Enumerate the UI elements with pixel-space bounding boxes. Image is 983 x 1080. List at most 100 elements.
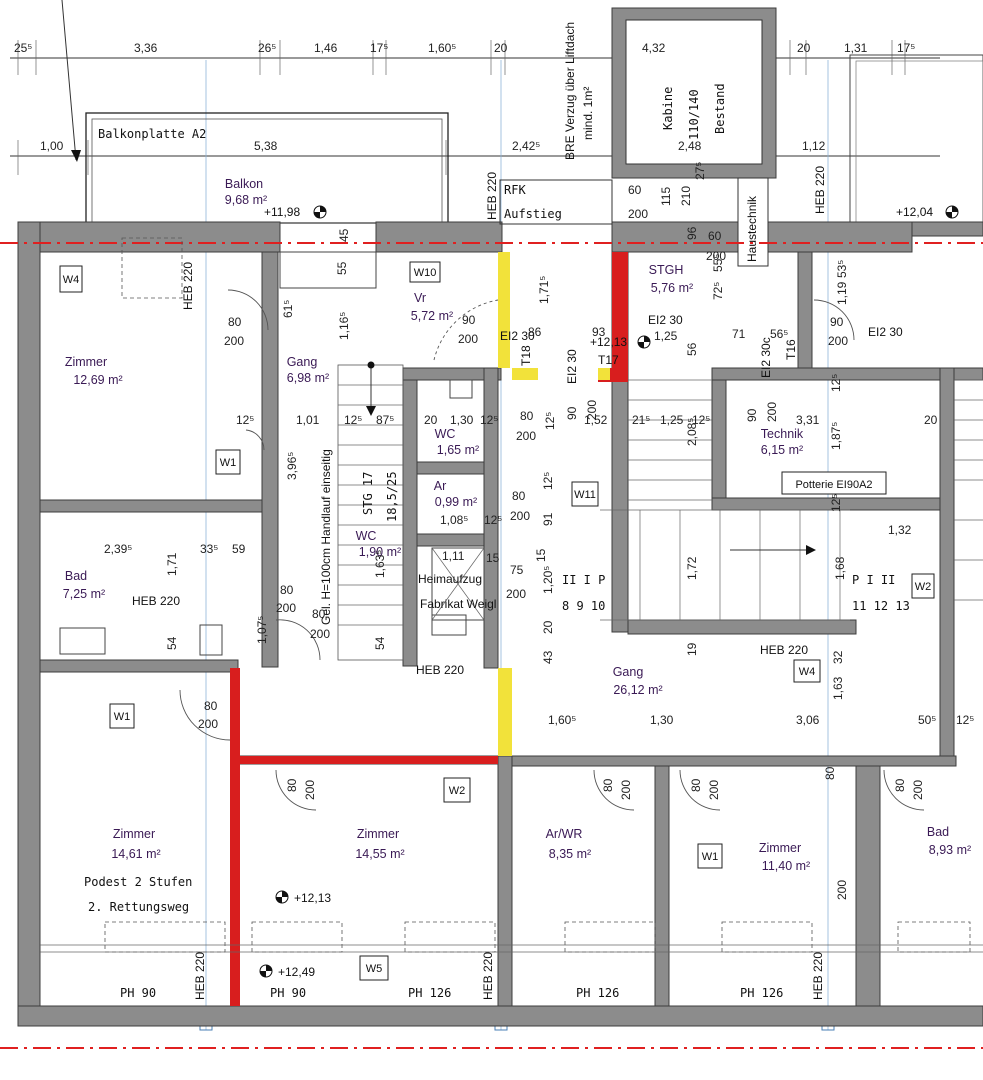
heb-label: HEB 220 — [813, 166, 827, 214]
room-area: 0,99 m² — [435, 495, 477, 509]
dim: 200 — [310, 627, 330, 641]
dim: 90 — [830, 315, 844, 329]
level-marks: +11,98 +12,04 +12,13 +12,13 +12,49 — [259, 205, 959, 979]
second-dim: 5,38 — [254, 139, 278, 153]
dim: 72⁵ — [711, 282, 725, 300]
window-ph: PH 126 — [408, 986, 451, 1000]
rfk-label: RFK — [504, 183, 526, 197]
room-name: Gang — [613, 665, 644, 679]
room-area: 14,55 m² — [355, 847, 404, 861]
dim: 1,71 — [165, 552, 179, 576]
svg-text:W1: W1 — [114, 711, 131, 723]
elevator-shaft — [611, 7, 777, 179]
svg-text:W4: W4 — [799, 666, 816, 678]
dim: 200 — [198, 717, 218, 731]
potterie-tag: Potterie EI90A2 — [781, 471, 887, 495]
top-dimensions: 25⁵ 3,36 26⁵ 1,46 17⁵ 1,60⁵ 20 4,32 20 1… — [14, 41, 915, 153]
dim: 80 — [512, 489, 526, 503]
stair-left-nums: 8 9 10 — [562, 599, 605, 613]
dim: 93 — [592, 325, 606, 339]
dim: 50⁵ — [918, 713, 936, 727]
room-name: WC — [435, 427, 456, 441]
window-tags: W4 W10 W1 W1 W11 W2 W4 W2 W1 W5 PH 90 PH… — [59, 261, 935, 1000]
dim: 80 — [312, 607, 326, 621]
top-dim: 3,36 — [134, 41, 158, 55]
dim: 43 — [541, 650, 555, 664]
fixtures — [40, 237, 983, 953]
inner-dimensions: 45 55 61⁵ 1,16⁵ 80 200 90 200 86 1,71⁵ 9… — [104, 162, 974, 900]
dim: 12⁵ — [692, 413, 710, 427]
room-name: Gang — [287, 355, 318, 369]
svg-text:W1: W1 — [220, 457, 237, 469]
dim: 33⁵ — [200, 542, 218, 556]
room-area: 8,93 m² — [929, 843, 971, 857]
dim: 20 — [541, 620, 555, 634]
door-rating: EI2 30 — [565, 349, 579, 384]
dim: 115 — [659, 187, 673, 206]
dim: 60 — [708, 229, 722, 243]
handlauf-note: Gel. H=100cm Handlauf einseitig — [319, 449, 333, 625]
dim: 55 — [335, 261, 349, 275]
top-dim: 20 — [494, 41, 508, 55]
dim: 59 — [232, 542, 246, 556]
level: +12,13 — [294, 891, 331, 905]
dim: 200 — [506, 587, 526, 601]
stair-right-nums: 11 12 13 — [852, 599, 910, 613]
svg-text:W4: W4 — [63, 274, 80, 286]
dim: 21⁵ — [632, 413, 650, 427]
level: +12,13 — [590, 335, 627, 349]
dim: 87⁵ — [376, 413, 394, 427]
room-name: Zimmer — [759, 841, 801, 855]
window-ph: PH 126 — [740, 986, 783, 1000]
dim: 86 — [528, 325, 542, 339]
stairs — [337, 361, 983, 661]
dim: 20 — [424, 413, 438, 427]
dim: 80 — [823, 766, 837, 780]
door-labels: EI2 30 EI2 30 EI2 30 EI2 30 EI2 30c T18 … — [500, 313, 903, 384]
removed-walls — [498, 252, 610, 756]
dim: 15 — [486, 551, 500, 565]
door-number: T17 — [598, 353, 619, 367]
rettungsweg-label: 2. Rettungsweg — [88, 900, 189, 914]
room-name: Zimmer — [113, 827, 155, 841]
top-dim: 20 — [797, 41, 811, 55]
dim: 1,60⁵ — [548, 713, 576, 727]
dim: 53⁵ — [835, 260, 849, 278]
second-dim: 1,00 — [40, 139, 64, 153]
dim: 200 — [911, 780, 925, 800]
dim: 80 — [280, 583, 294, 597]
dim: 1,71⁵ — [537, 276, 551, 304]
door-rating: EI2 30c — [759, 337, 773, 378]
window-ph: PH 126 — [576, 986, 619, 1000]
dim: 60 — [628, 183, 642, 197]
room-name: Ar — [434, 479, 447, 493]
dim: 1,30 — [450, 413, 474, 427]
dim: 200 — [765, 402, 779, 422]
dim: 200 — [619, 780, 633, 800]
dim: 1,87⁵ — [829, 422, 843, 450]
top-dim: 17⁵ — [897, 41, 915, 55]
dim: 12⁵ — [956, 713, 974, 727]
dim: 1,20⁵ — [541, 566, 555, 594]
room-name: Technik — [761, 427, 804, 441]
haustechnik-label: Haustechnik — [745, 195, 759, 262]
aufstieg-label: Aufstieg — [504, 207, 562, 221]
dim: 1,07⁵ — [255, 616, 269, 644]
window-tag: W2 — [443, 777, 471, 803]
dim: 2,39⁵ — [104, 542, 132, 556]
dim: 200 — [835, 880, 849, 900]
top-dim: 26⁵ — [258, 41, 276, 55]
svg-text:W11: W11 — [574, 489, 596, 501]
room-area: 12,69 m² — [73, 373, 122, 387]
window-tag: W10 — [409, 261, 441, 283]
dimension-lines — [10, 0, 940, 175]
door-swings — [179, 289, 925, 811]
svg-text:W1: W1 — [702, 851, 719, 863]
heb-label: HEB 220 — [132, 594, 180, 608]
door-rating: EI2 30 — [648, 313, 683, 327]
fabrikat-label: Fabrikat Weigl — [420, 597, 496, 611]
dim: 1,63⁵ — [373, 550, 387, 578]
level: +11,98 — [264, 205, 300, 219]
window-tag: W1 — [697, 843, 723, 869]
